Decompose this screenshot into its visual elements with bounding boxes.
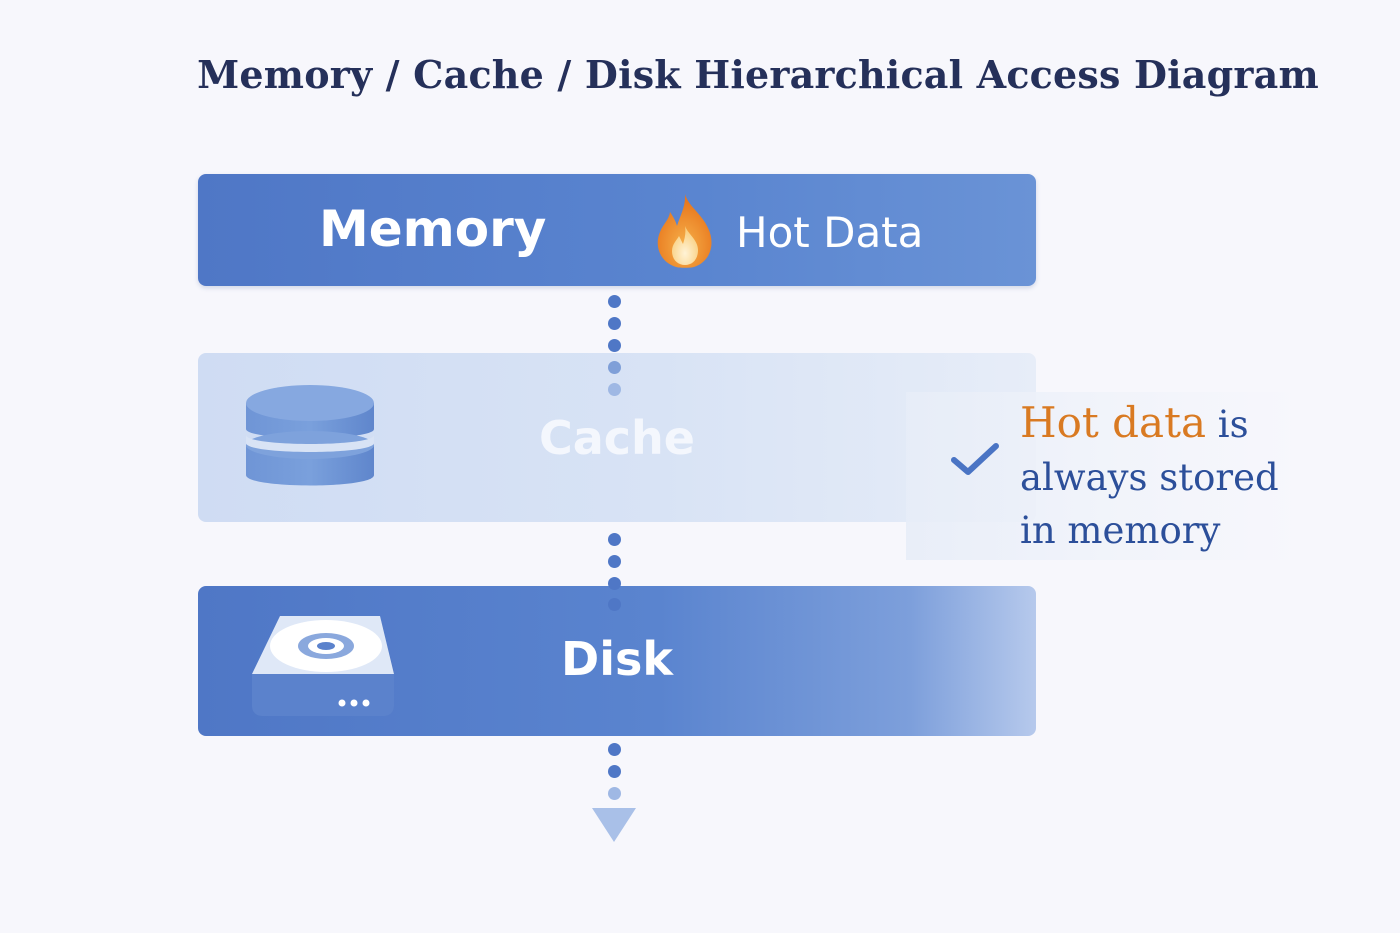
note-line-2: always stored: [1020, 456, 1279, 499]
cache-layer: Cache: [198, 353, 1036, 522]
note-highlight: Hot data: [1020, 398, 1206, 447]
cache-label: Cache: [538, 411, 695, 465]
note-line-1: Hot data is: [1020, 396, 1320, 451]
note-background: [906, 392, 1300, 560]
connector-dot: [608, 295, 621, 308]
connector-dot: [608, 317, 621, 330]
memory-layer: Memory Hot Data: [198, 174, 1036, 286]
connector-dot: [608, 533, 621, 546]
memory-label: Memory: [319, 200, 547, 258]
flame-icon: [657, 194, 712, 268]
hot-data-label: Hot Data: [736, 208, 924, 257]
database-icon: [246, 385, 374, 486]
checkmark-icon: [951, 443, 999, 475]
connector-dot: [608, 361, 621, 374]
connector-dot: [608, 577, 621, 590]
disk-label: Disk: [561, 632, 673, 686]
connector-dot: [608, 743, 621, 756]
connector-dot: [608, 383, 621, 396]
note-line-1-rest: is: [1206, 403, 1249, 446]
connector-dot: [608, 787, 621, 800]
diagram-title: Memory / Cache / Disk Hierarchical Acces…: [197, 52, 1319, 97]
connector-dot: [608, 765, 621, 778]
connector-dot: [608, 339, 621, 352]
disk-layer: Disk: [198, 586, 1036, 736]
hard-drive-icon: [252, 616, 394, 716]
hot-data-note: Hot data is always stored in memory: [1020, 396, 1320, 557]
down-arrow-icon: [592, 808, 636, 842]
note-line-3: in memory: [1020, 509, 1221, 552]
connector-dot: [608, 598, 621, 611]
connector-dot: [608, 555, 621, 568]
